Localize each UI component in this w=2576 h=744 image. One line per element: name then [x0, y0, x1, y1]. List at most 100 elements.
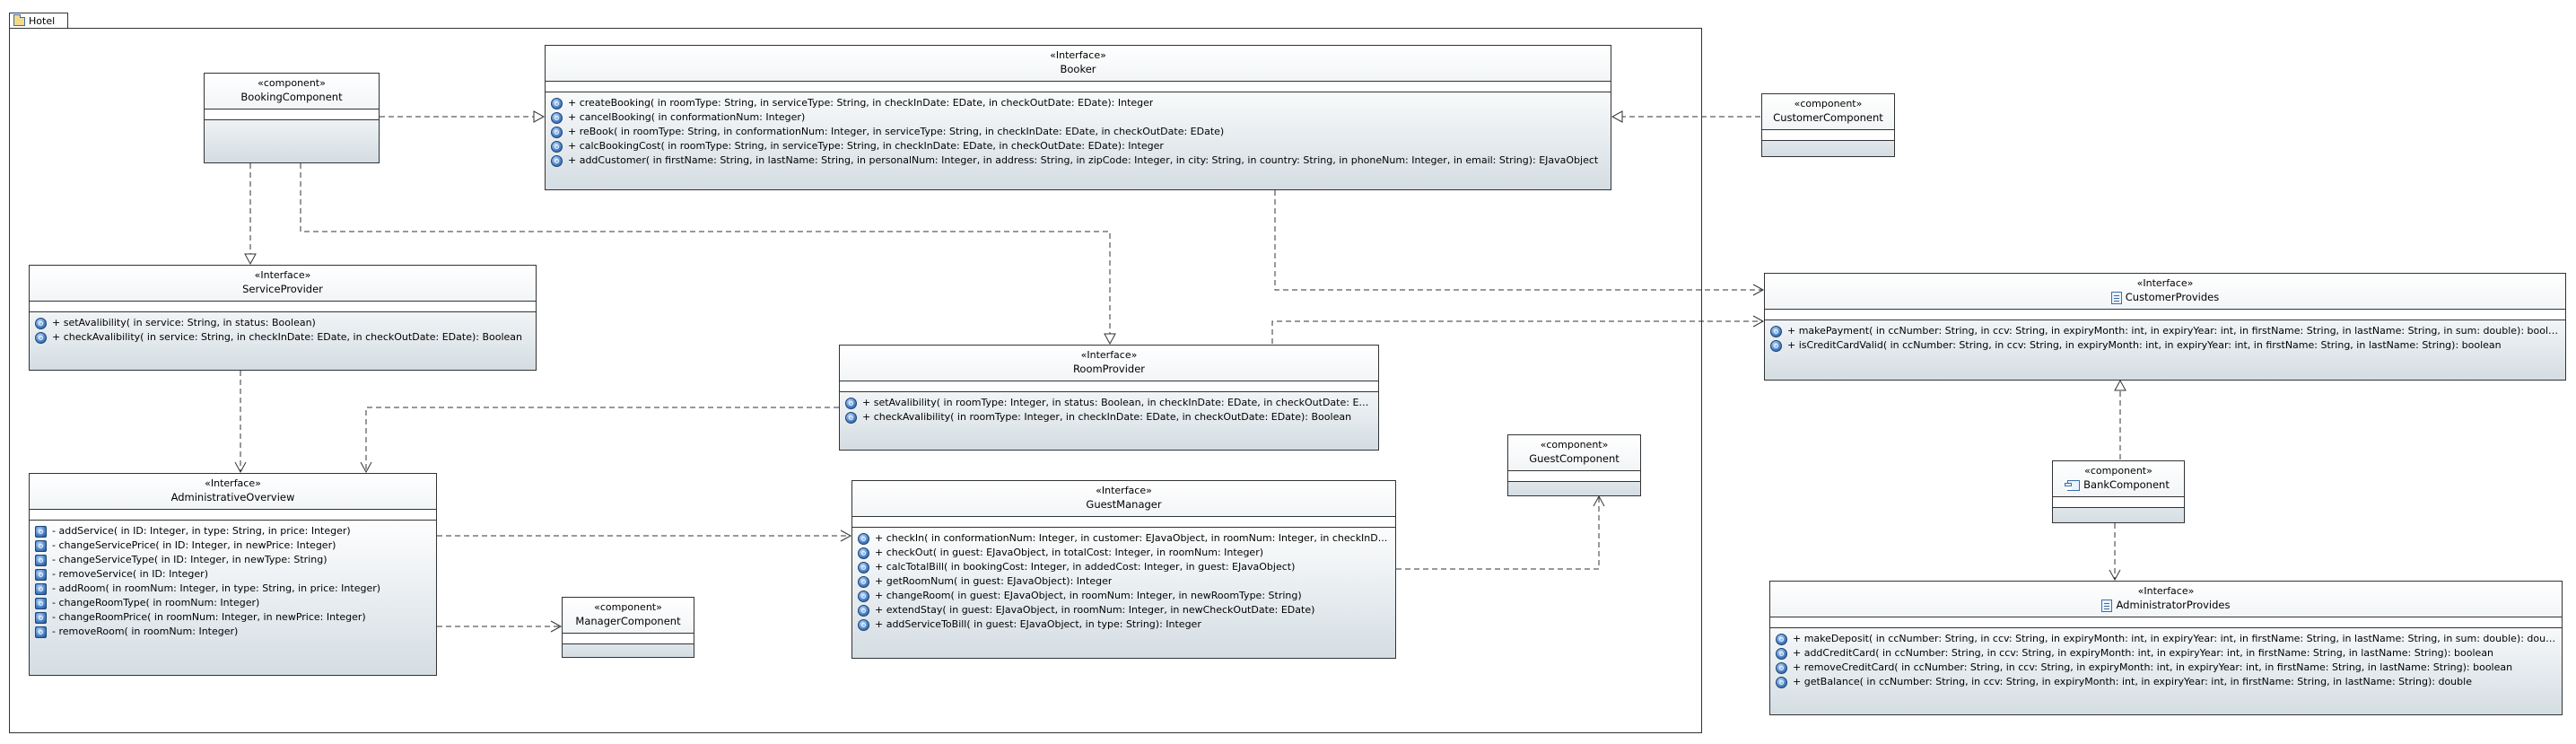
- public-operation-icon: [858, 590, 869, 602]
- operation-signature: + getRoomNum( in guest: EJavaObject): In…: [875, 575, 1113, 587]
- interface-name-row: AdministratorProvides: [1770, 598, 2562, 612]
- private-operation-icon: [35, 582, 47, 595]
- component-name: BankComponent: [2083, 478, 2170, 491]
- operation-row[interactable]: + addCreditCard( in ccNumber: String, in…: [1776, 646, 2556, 661]
- booking-component[interactable]: «component» BookingComponent: [204, 73, 380, 163]
- operation-row[interactable]: + setAvalibility( in roomType: Integer, …: [845, 396, 1373, 410]
- operation-signature: + isCreditCardValid( in ccNumber: String…: [1787, 339, 2502, 351]
- bank-component[interactable]: «component» BankComponent: [2052, 460, 2185, 523]
- attributes-compartment: [1508, 471, 1640, 482]
- operation-row[interactable]: + changeRoom( in guest: EJavaObject, in …: [858, 589, 1390, 603]
- operations-compartment: + createBooking( in roomType: String, in…: [546, 92, 1611, 171]
- stereotype-label: «Interface»: [2137, 585, 2195, 597]
- attributes-compartment: [205, 109, 379, 120]
- operation-signature: + calcBookingCost( in roomType: String, …: [568, 140, 1164, 152]
- public-operation-icon: [551, 154, 563, 167]
- operation-signature: - addRoom( in roomNum: Integer, in type:…: [52, 582, 381, 594]
- operation-row[interactable]: + checkAvalibility( in service: String, …: [35, 330, 530, 345]
- operation-signature: + reBook( in roomType: String, in confor…: [568, 126, 1225, 137]
- interface-name: Booker: [1060, 63, 1096, 75]
- interface-name-row: CustomerProvides: [1765, 290, 2565, 304]
- interface-name: ServiceProvider: [242, 283, 323, 295]
- stereotype-label: «component»: [258, 77, 326, 89]
- guest-component[interactable]: «component» GuestComponent: [1507, 434, 1641, 496]
- operation-row[interactable]: + addCustomer( in firstName: String, in …: [551, 153, 1605, 168]
- operation-row[interactable]: + calcBookingCost( in roomType: String, …: [551, 139, 1605, 153]
- component-name-row: BankComponent: [2053, 477, 2184, 492]
- operation-row[interactable]: + removeCreditCard( in ccNumber: String,…: [1776, 661, 2556, 675]
- operation-row[interactable]: - removeRoom( in roomNum: Integer): [35, 625, 431, 639]
- operation-row[interactable]: + extendStay( in guest: EJavaObject, in …: [858, 603, 1390, 617]
- operation-signature: + checkAvalibility( in roomType: Integer…: [862, 411, 1352, 423]
- package-name: Hotel: [29, 15, 56, 27]
- stereotype-label: «component»: [1794, 98, 1863, 109]
- operation-row[interactable]: + getBalance( in ccNumber: String, in cc…: [1776, 675, 2556, 689]
- operation-row[interactable]: + checkAvalibility( in roomType: Integer…: [845, 410, 1373, 425]
- public-operation-icon: [551, 126, 563, 138]
- customer-component-header: «component» CustomerComponent: [1762, 94, 1894, 130]
- public-operation-icon: [858, 618, 869, 631]
- component-name: GuestComponent: [1529, 452, 1620, 465]
- administrator-provides-interface[interactable]: «Interface» AdministratorProvides + make…: [1769, 581, 2563, 715]
- customer-provides-interface[interactable]: «Interface» CustomerProvides + makePayme…: [1764, 273, 2566, 381]
- operation-row[interactable]: - changeRoomType( in roomNum: Integer): [35, 596, 431, 610]
- service-provider-header: «Interface» ServiceProvider: [30, 266, 536, 302]
- operations-compartment: + setAvalibility( in service: String, in…: [30, 312, 536, 348]
- private-operation-icon: [35, 568, 47, 581]
- public-operation-icon: [858, 547, 869, 559]
- public-operation-icon: [1770, 325, 1782, 337]
- customer-component[interactable]: «component» CustomerComponent: [1761, 93, 1895, 157]
- operation-row[interactable]: + reBook( in roomType: String, in confor…: [551, 125, 1605, 139]
- room-provider-interface[interactable]: «Interface» RoomProvider + setAvalibilit…: [839, 345, 1379, 451]
- operation-row[interactable]: + setAvalibility( in service: String, in…: [35, 316, 530, 330]
- attributes-compartment: [2053, 497, 2184, 508]
- administrative-overview-interface[interactable]: «Interface» AdministrativeOverview - add…: [29, 473, 437, 676]
- interface-name: CustomerProvides: [2125, 291, 2220, 303]
- operation-row[interactable]: - changeRoomPrice( in roomNum: Integer, …: [35, 610, 431, 625]
- stereotype-label: «Interface»: [205, 477, 261, 489]
- guest-manager-header: «Interface» GuestManager: [852, 481, 1395, 517]
- operation-signature: - changeRoomPrice( in roomNum: Integer, …: [52, 611, 366, 623]
- booker-interface[interactable]: «Interface» Booker + createBooking( in r…: [545, 45, 1611, 190]
- operation-signature: + getBalance( in ccNumber: String, in cc…: [1793, 676, 2472, 687]
- manager-component[interactable]: «component» ManagerComponent: [562, 597, 694, 658]
- attributes-compartment: [546, 82, 1611, 92]
- public-operation-icon: [845, 411, 857, 424]
- operation-row[interactable]: + checkOut( in guest: EJavaObject, in to…: [858, 546, 1390, 560]
- operation-row[interactable]: + checkIn( in conformationNum: Integer, …: [858, 531, 1390, 546]
- operation-row[interactable]: - changeServiceType( in ID: Integer, in …: [35, 553, 431, 567]
- operation-signature: + calcTotalBill( in bookingCost: Integer…: [875, 561, 1296, 573]
- operation-row[interactable]: + makePayment( in ccNumber: String, in c…: [1770, 324, 2560, 338]
- operation-row[interactable]: + createBooking( in roomType: String, in…: [551, 96, 1605, 110]
- administrator-provides-header: «Interface» AdministratorProvides: [1770, 582, 2562, 617]
- public-operation-icon: [858, 561, 869, 573]
- component-name: ManagerComponent: [575, 615, 681, 627]
- operation-signature: + checkOut( in guest: EJavaObject, in to…: [875, 547, 1264, 558]
- guest-component-header: «component» GuestComponent: [1508, 435, 1640, 471]
- operation-signature: + addCreditCard( in ccNumber: String, in…: [1793, 647, 2494, 659]
- interface-icon: [2110, 291, 2122, 304]
- service-provider-interface[interactable]: «Interface» ServiceProvider + setAvalibi…: [29, 265, 537, 371]
- booking-component-header: «component» BookingComponent: [205, 74, 379, 109]
- operation-row[interactable]: + isCreditCardValid( in ccNumber: String…: [1770, 338, 2560, 353]
- operation-row[interactable]: + addServiceToBill( in guest: EJavaObjec…: [858, 617, 1390, 632]
- interface-name: AdministratorProvides: [2116, 599, 2231, 611]
- operation-row[interactable]: - addService( in ID: Integer, in type: S…: [35, 524, 431, 538]
- component-name: BookingComponent: [240, 91, 343, 103]
- component-name: CustomerComponent: [1773, 111, 1883, 124]
- operation-row[interactable]: - removeService( in ID: Integer): [35, 567, 431, 582]
- operation-signature: + cancelBooking( in conformationNum: Int…: [568, 111, 806, 123]
- public-operation-icon: [1776, 661, 1787, 674]
- operation-row[interactable]: + calcTotalBill( in bookingCost: Integer…: [858, 560, 1390, 574]
- guest-manager-interface[interactable]: «Interface» GuestManager + checkIn( in c…: [851, 480, 1396, 659]
- operation-row[interactable]: + getRoomNum( in guest: EJavaObject): In…: [858, 574, 1390, 589]
- operation-signature: + checkIn( in conformationNum: Integer, …: [875, 532, 1388, 544]
- operation-signature: - changeRoomType( in roomNum: Integer): [52, 597, 260, 608]
- customer-provides-header: «Interface» CustomerProvides: [1765, 274, 2565, 310]
- operation-signature: - changeServicePrice( in ID: Integer, in…: [52, 539, 336, 551]
- package-tab[interactable]: Hotel: [9, 13, 68, 29]
- operation-row[interactable]: - addRoom( in roomNum: Integer, in type:…: [35, 582, 431, 596]
- operation-row[interactable]: + makeDeposit( in ccNumber: String, in c…: [1776, 632, 2556, 646]
- operation-row[interactable]: - changeServicePrice( in ID: Integer, in…: [35, 538, 431, 553]
- operation-row[interactable]: + cancelBooking( in conformationNum: Int…: [551, 110, 1605, 125]
